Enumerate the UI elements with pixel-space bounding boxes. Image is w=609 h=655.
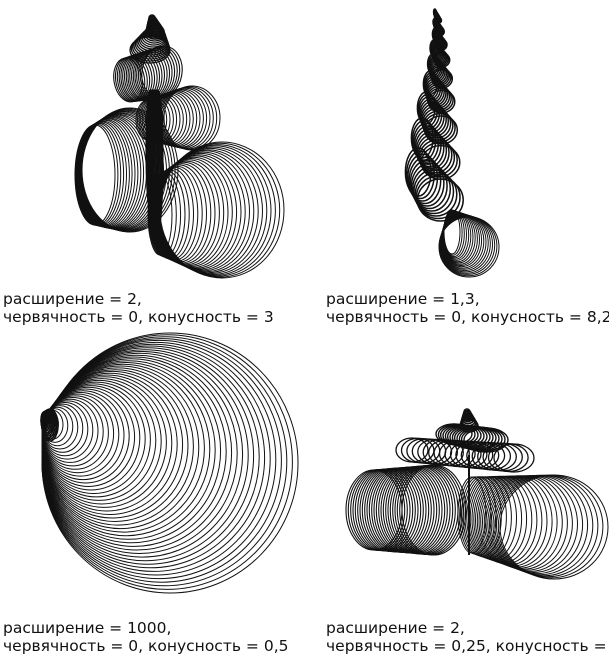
shell-ring xyxy=(409,159,445,207)
shell-panel-4: расширение = 2, червячность = 0,25, кону… xyxy=(304,330,609,655)
shell-drawing-4 xyxy=(345,408,609,580)
caption-2: расширение = 1,3, червячность = 0, конус… xyxy=(326,290,609,326)
shell-ring xyxy=(499,474,609,580)
shell-drawing-2 xyxy=(404,8,500,278)
shell-drawing-1 xyxy=(74,14,285,279)
shell-ring xyxy=(411,165,452,212)
caption-4-line-1: расширение = 2, xyxy=(326,619,465,637)
shell-panel-3: расширение = 1000, червячность = 0, кону… xyxy=(0,330,304,655)
shell-ring xyxy=(407,153,439,202)
shell-ring xyxy=(438,216,500,278)
shell-ring xyxy=(410,162,448,210)
caption-1-line-1: расширение = 2, xyxy=(3,290,142,308)
shell-panel-2: расширение = 1,3, червячность = 0, конус… xyxy=(304,0,609,330)
shell-ring xyxy=(41,408,59,442)
shell-ring xyxy=(419,142,458,178)
shell-ring xyxy=(401,464,467,556)
shell-panel-1: расширение = 2, червячность = 0, конусно… xyxy=(0,0,304,330)
shell-ring xyxy=(415,175,461,220)
shell-ring xyxy=(414,172,458,217)
shell-ring xyxy=(405,150,435,200)
shell-drawing-3 xyxy=(40,332,299,594)
caption-3-line-2: червячность = 0, конусность = 0,5 xyxy=(3,637,289,655)
shell-ring xyxy=(416,178,464,222)
caption-3: расширение = 1000, червячность = 0, кону… xyxy=(3,619,288,655)
caption-2-line-2: червячность = 0, конусность = 8,2 xyxy=(326,308,609,326)
caption-1-line-2: червячность = 0, конусность = 3 xyxy=(3,308,274,326)
shell-ring xyxy=(152,89,164,231)
shell-ring xyxy=(408,156,442,205)
shell-ring xyxy=(423,112,456,143)
shell-ring xyxy=(418,96,441,129)
caption-2-line-1: расширение = 1,3, xyxy=(326,290,480,308)
shell-ring xyxy=(492,474,589,576)
caption-4-line-2: червячность = 0,25, конусность = 1,5 xyxy=(326,637,609,655)
shell-ring xyxy=(418,98,443,131)
shell-ring xyxy=(493,443,535,473)
shell-ring xyxy=(416,133,450,172)
caption-1: расширение = 2, червячность = 0, конусно… xyxy=(3,290,274,326)
shell-ring xyxy=(413,168,455,215)
caption-4: расширение = 2, червячность = 0,25, кону… xyxy=(326,619,609,655)
shell-ring xyxy=(41,332,299,594)
caption-3-line-1: расширение = 1000, xyxy=(3,619,172,637)
